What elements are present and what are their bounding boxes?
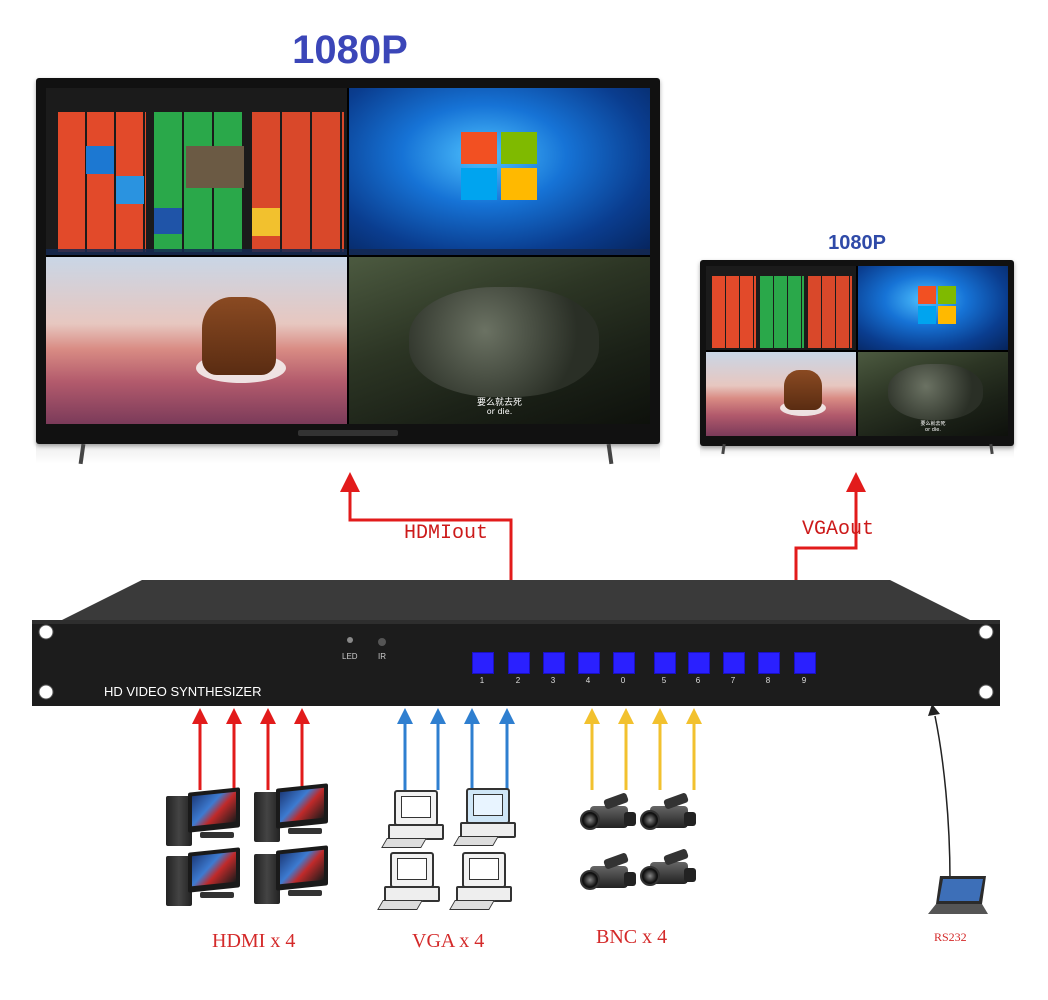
video-synthesizer-device: LED IR HD VIDEO SYNTHESIZER 1 2 3 4 0 5 … (32, 580, 1000, 708)
button-6[interactable] (688, 652, 710, 674)
win7-quadrant (349, 88, 650, 255)
ir-label: IR (378, 652, 386, 661)
button-2-label: 2 (515, 676, 521, 685)
secondary-movie-quadrant: 要么就去死 or die. (858, 352, 1008, 436)
button-3[interactable] (543, 652, 565, 674)
rs232-cable (934, 715, 951, 881)
hdmi-source-pc-icon (166, 847, 242, 906)
button-0-label: 0 (620, 676, 626, 685)
button-5[interactable] (654, 652, 676, 674)
button-7-label: 7 (730, 676, 736, 685)
button-9[interactable] (794, 652, 816, 674)
button-9-label: 9 (801, 676, 807, 685)
bnc-input-arrows (584, 708, 702, 790)
vga-input-arrows (397, 708, 515, 790)
main-subtitle-en: or die. (486, 407, 513, 416)
bnc-input-caption: BNC x 4 (596, 926, 668, 948)
beach-quadrant (46, 257, 347, 424)
button-4-label: 4 (585, 676, 591, 685)
rs232-arrow (928, 704, 940, 716)
secondary-metro-quadrant (706, 266, 856, 350)
rs232-laptop-icon (928, 876, 988, 914)
vga-out-cable (794, 486, 858, 580)
vga-source-computer-icon (377, 852, 444, 910)
button-4[interactable] (578, 652, 600, 674)
button-5-label: 5 (661, 676, 667, 685)
vga-input-caption: VGA x 4 (412, 930, 485, 952)
hdmi-out-cable (348, 486, 513, 580)
device-name: HD VIDEO SYNTHESIZER (104, 684, 262, 699)
button-3-label: 3 (550, 676, 556, 685)
hdmi-input-arrows (192, 708, 310, 790)
led-label: LED (342, 652, 358, 661)
secondary-beach-quadrant (706, 352, 856, 436)
rs232-caption: RS232 (934, 930, 967, 944)
hdmi-source-pc-icon (166, 787, 242, 846)
hdmi-out-label: HDMIout (404, 522, 489, 545)
button-1-label: 1 (479, 676, 485, 685)
button-8[interactable] (758, 652, 780, 674)
bnc-source-camera-icon (640, 848, 700, 892)
movie-quadrant: 要么就去死 or die. (349, 257, 650, 424)
secondary-tv-reflection (700, 444, 1014, 458)
secondary-subtitle-en: or die. (925, 427, 941, 433)
vga-source-computer-icon (453, 788, 520, 846)
windows-logo-icon (461, 132, 541, 202)
secondary-windows-logo-icon (918, 286, 958, 326)
vga-out-arrow (846, 472, 866, 492)
main-tv-screen: 要么就去死 or die. (46, 88, 650, 424)
button-0[interactable] (613, 652, 635, 674)
hdmi-input-caption: HDMI x 4 (212, 930, 296, 952)
metro-quadrant (46, 88, 347, 255)
bnc-source-camera-icon (580, 792, 640, 836)
secondary-display-resolution: 1080P (828, 232, 886, 254)
button-6-label: 6 (695, 676, 701, 685)
secondary-subtitle-cn: 要么就去死 (920, 421, 946, 427)
bnc-source-camera-icon (580, 852, 640, 896)
main-display-resolution: 1080P (292, 28, 408, 72)
button-2[interactable] (508, 652, 530, 674)
hdmi-source-pc-icon (254, 783, 330, 842)
main-tv: 要么就去死 or die. (36, 78, 660, 444)
bnc-source-camera-icon (640, 792, 700, 836)
button-8-label: 8 (765, 676, 771, 685)
secondary-tv-screen: 要么就去死 or die. (706, 266, 1008, 436)
hdmi-out-arrow (340, 472, 360, 492)
secondary-win7-quadrant (858, 266, 1008, 350)
button-7[interactable] (723, 652, 745, 674)
button-1[interactable] (472, 652, 494, 674)
vga-source-computer-icon (381, 790, 448, 848)
hdmi-source-pc-icon (254, 845, 330, 904)
main-subtitle-cn: 要么就去死 (476, 398, 522, 408)
vga-source-computer-icon (449, 852, 516, 910)
main-tv-bezel-logo (298, 430, 398, 436)
main-tv-reflection (36, 440, 660, 464)
secondary-tv: 要么就去死 or die. (700, 260, 1014, 446)
vga-out-label: VGAout (802, 518, 875, 541)
